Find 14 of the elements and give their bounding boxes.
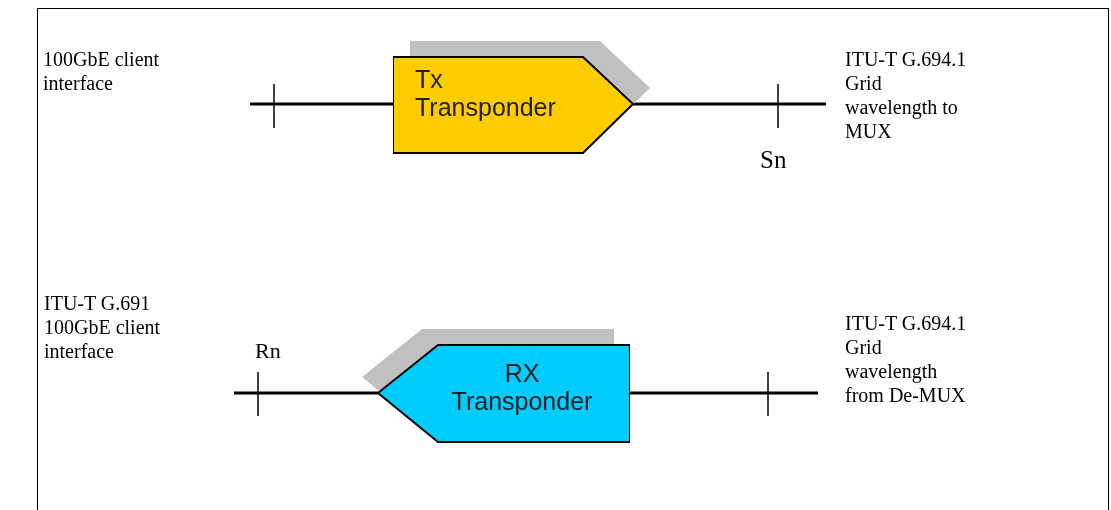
transponder-block	[362, 329, 630, 443]
block-label: RX Transponder	[450, 359, 594, 415]
signal-line	[234, 391, 378, 395]
signal-line	[630, 391, 818, 395]
reference-point-label: Sn	[760, 145, 788, 174]
interface-label: 100GbE client interface	[43, 47, 161, 95]
reference-point-label: Rn	[255, 338, 282, 364]
transponder-block	[393, 41, 650, 154]
signal-line	[250, 102, 393, 106]
interface-label: ITU-T G.691 100GbE client interface	[44, 291, 162, 363]
interface-label: ITU-T G.694.1 Grid wavelength to MUX	[845, 47, 968, 143]
signal-line	[633, 102, 826, 106]
block-label: Tx Transponder	[415, 65, 557, 121]
interface-label: ITU-T G.694.1 Grid wavelength from De-MUX	[845, 311, 968, 407]
